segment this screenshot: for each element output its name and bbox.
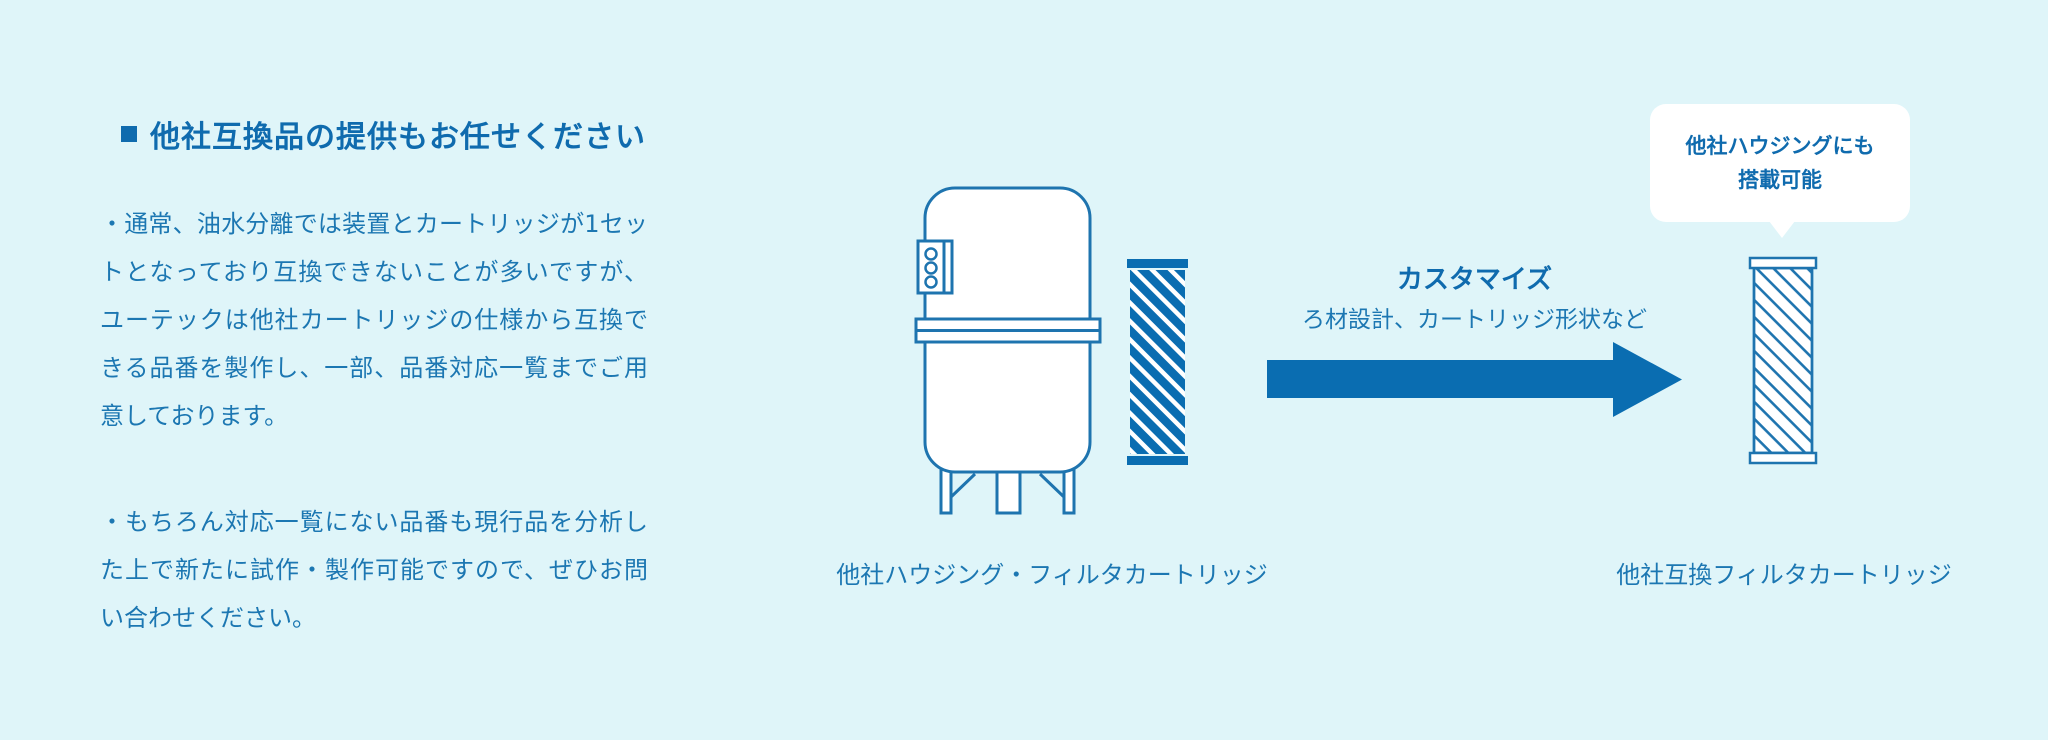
housing-gauge-panel [916, 239, 954, 295]
arrow-title: カスタマイズ [1396, 265, 1553, 295]
paragraph-contact: ・もちろん対応一覧にない品番も現行品を分析した上で新たに試作・製作可能ですので、… [100, 508, 648, 632]
compatible-cartridge-illustration [1748, 256, 1818, 465]
right-arrow-icon [1267, 342, 1682, 417]
other-company-housing-illustration [914, 186, 1188, 515]
original-cartridge-illustration [1127, 259, 1188, 465]
section-heading-text: 他社互換品の提供もお任せください [150, 120, 646, 155]
source-caption: 他社ハウジング・フィルタカートリッジ [836, 561, 1268, 589]
housing-flange [914, 317, 1102, 344]
result-caption: 他社互換フィルタカートリッジ [1616, 561, 1952, 589]
section-heading: 他社互換品の提供もお任せください [121, 112, 646, 156]
housing-legs [939, 467, 1076, 515]
paragraph-compatibility: ・通常、油水分離では装置とカートリッジが1セットとなっており互換できないことが多… [100, 210, 648, 430]
callout-bubble-tail [1769, 221, 1795, 238]
arrow-subtitle: ろ材設計、カートリッジ形状など [1302, 307, 1647, 333]
square-bullet-icon [121, 126, 137, 142]
callout-bubble: 他社ハウジングにも 搭載可能 [1650, 104, 1910, 222]
